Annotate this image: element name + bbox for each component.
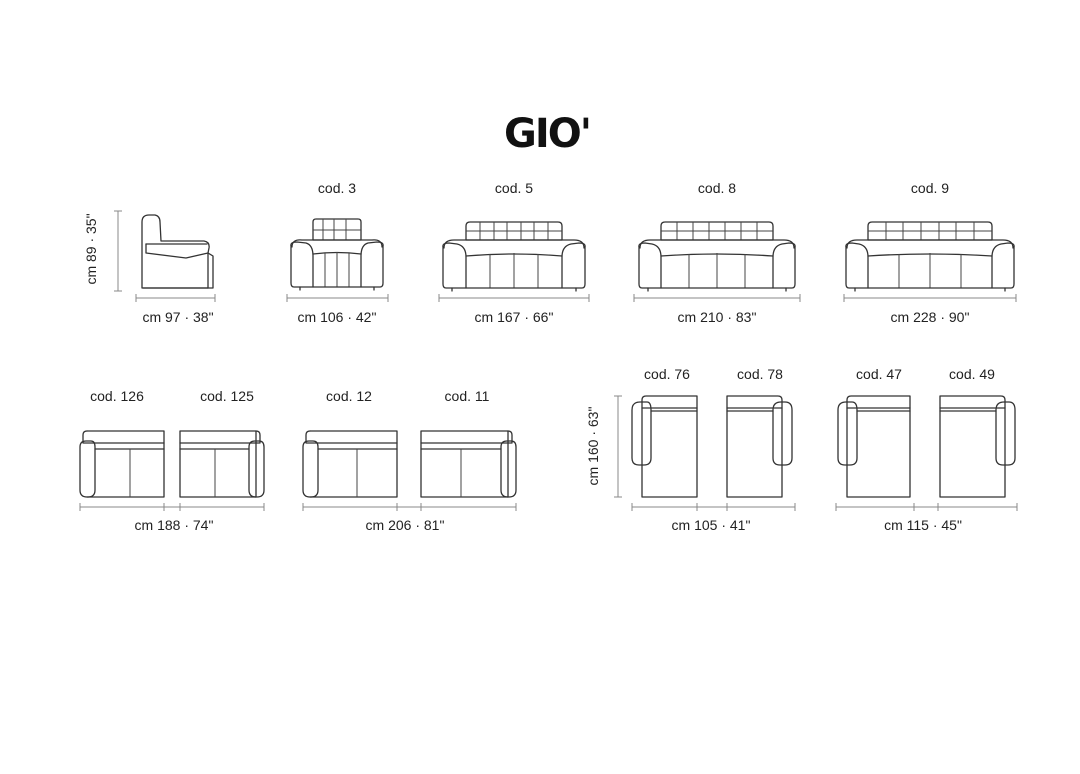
- width-dimension-group-a: [79, 503, 265, 511]
- code-label-5: cod. 5: [495, 180, 533, 196]
- chaise-top-view-76: [631, 395, 698, 498]
- armchair-side-view: [141, 214, 214, 289]
- code-label-11: cod. 11: [445, 388, 490, 404]
- code-label-126: cod. 126: [90, 388, 144, 404]
- armchair-width-dimension: [135, 294, 216, 302]
- code-label-76: cod. 76: [644, 366, 690, 382]
- chaise-top-view-47: [837, 395, 911, 498]
- dim-label-group-c: cm 105 · 41": [672, 517, 751, 533]
- code-label-3: cod. 3: [318, 180, 356, 196]
- sofa-front-view-5: [442, 221, 586, 292]
- code-label-47: cod. 47: [856, 366, 902, 382]
- code-label-8: cod. 8: [698, 180, 736, 196]
- armchair-height-label: cm 89 · 35": [83, 213, 99, 284]
- code-label-9: cod. 9: [911, 180, 949, 196]
- module-top-view-11: [420, 430, 517, 498]
- dim-label-8: cm 210 · 83": [678, 309, 757, 325]
- height-dimension: [114, 210, 122, 292]
- code-label-12: cod. 12: [326, 388, 372, 404]
- sofa-front-view-9: [845, 221, 1015, 292]
- dim-label-group-d: cm 115 · 45": [884, 517, 962, 533]
- width-dimension-5: [438, 294, 590, 302]
- dim-label-group-b: cm 206 · 81": [366, 517, 445, 533]
- code-label-78: cod. 78: [737, 366, 783, 382]
- dim-label-group-a: cm 188 · 74": [135, 517, 214, 533]
- width-dimension-group-c: [631, 503, 796, 511]
- sofa-front-view-3: [290, 218, 384, 291]
- dim-label-9: cm 228 · 90": [891, 309, 970, 325]
- chaise-depth-dimension: [614, 395, 622, 498]
- code-label-49: cod. 49: [949, 366, 995, 382]
- module-top-view-12: [302, 430, 398, 498]
- armchair-width-label: cm 97 · 38": [142, 309, 213, 325]
- dim-label-3: cm 106 · 42": [298, 309, 377, 325]
- width-dimension-8: [633, 294, 801, 302]
- width-dimension-group-d: [835, 503, 1018, 511]
- width-dimension-3: [286, 294, 389, 302]
- chaise-top-view-49: [939, 395, 1016, 498]
- chaise-depth-label: cm 160 · 63": [585, 407, 601, 486]
- code-label-125: cod. 125: [200, 388, 254, 404]
- module-top-view-126: [79, 430, 165, 498]
- page-title: GIO': [504, 111, 590, 157]
- chaise-top-view-78: [726, 395, 793, 498]
- width-dimension-group-b: [302, 503, 517, 511]
- dim-label-5: cm 167 · 66": [475, 309, 554, 325]
- width-dimension-9: [843, 294, 1017, 302]
- sofa-front-view-8: [638, 221, 796, 292]
- module-top-view-125: [179, 430, 265, 498]
